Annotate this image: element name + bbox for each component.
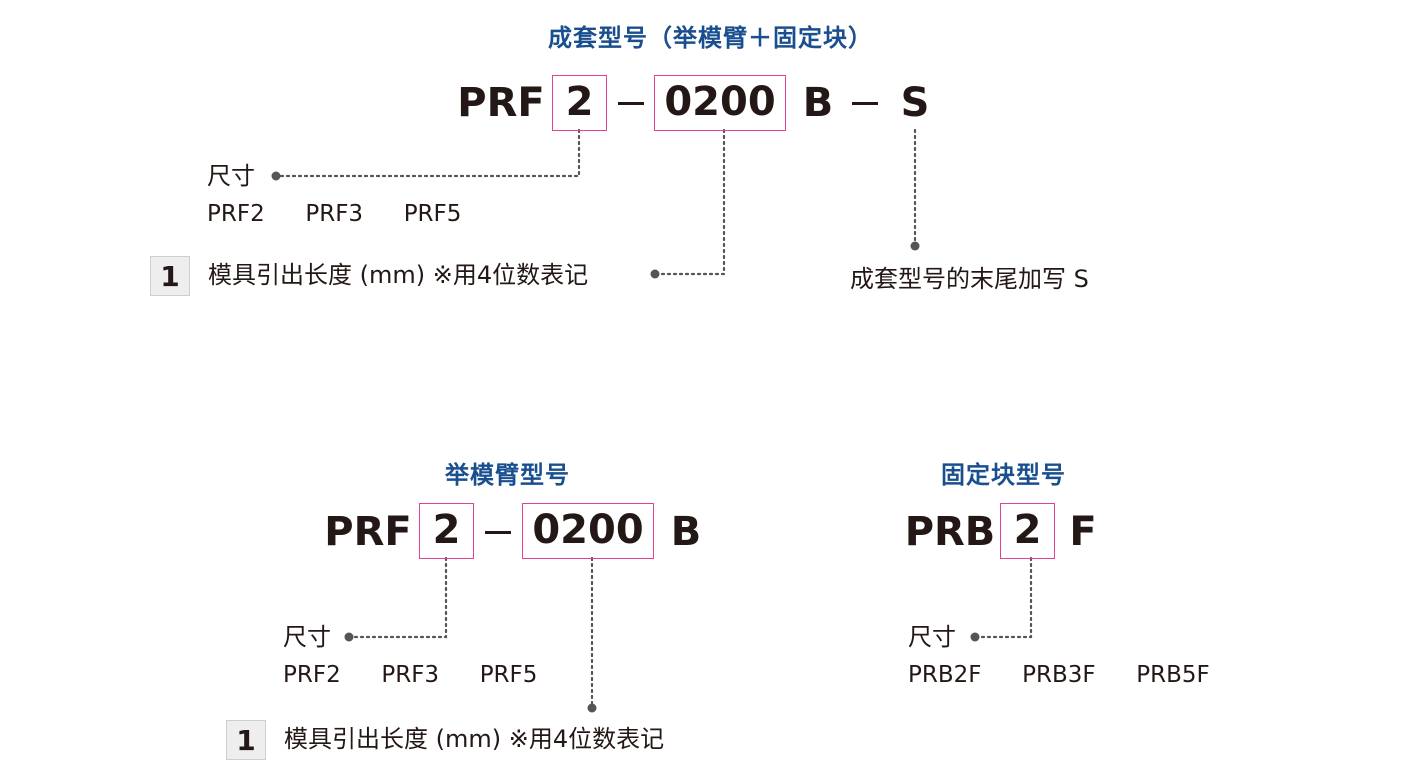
arm-length-dot [587,703,597,713]
set-length-number-badge: 1 [150,256,190,296]
set-suffix-note: 成套型号的末尾加写 S [850,265,1089,293]
set-suffix-dot [910,241,920,251]
set-length-dot [650,269,660,279]
arm-size-label: 尺寸 [283,623,331,651]
set-length-label: 模具引出长度 (mm) ※用4位数表记 [208,261,589,289]
set-size-connector [274,128,581,178]
size-option: PRF2 [283,662,341,688]
arm-length-label: 模具引出长度 (mm) ※用4位数表记 [284,725,665,753]
size-option: PRF2 [207,201,265,227]
set-size-dot [271,171,281,181]
set-length-connector [653,128,726,276]
block-size-label: 尺寸 [908,623,956,651]
arm-type-letter: B [670,509,702,555]
set-suffix: S [900,80,930,126]
arm-size-dot [344,632,354,642]
block-prefix: PRB [904,509,996,555]
set-separator-2 [852,102,878,105]
arm-prefix: PRF [324,509,412,555]
set-type-letter: B [802,80,834,126]
size-option: PRF3 [305,201,364,227]
arm-size-connector [347,556,448,639]
size-option: PRF5 [479,662,538,688]
size-option: PRB3F [1022,662,1096,688]
arm-separator [485,531,511,534]
arm-length-box: 0200 [522,503,654,559]
set-length-box: 0200 [654,75,786,131]
set-size-options: PRF2 PRF3 PRF5 [207,199,461,229]
set-separator-1 [618,102,644,105]
block-size-box: 2 [1000,503,1055,559]
arm-length-number-badge: 1 [226,720,266,760]
size-option: PRF5 [403,201,462,227]
set-prefix: PRF [457,80,545,126]
set-model-title: 成套型号（举模臂＋固定块） [548,24,873,52]
block-size-options: PRB2F PRB3F PRB5F [908,660,1210,690]
set-size-label: 尺寸 [207,162,255,190]
size-option: PRB2F [908,662,982,688]
arm-size-options: PRF2 PRF3 PRF5 [283,660,537,690]
arm-size-box: 2 [419,503,474,559]
block-size-connector [973,556,1033,639]
size-option: PRB5F [1136,662,1210,688]
block-model-title: 固定块型号 [941,461,1066,489]
block-size-dot [970,632,980,642]
arm-model-title: 举模臂型号 [445,461,570,489]
block-type-letter: F [1069,509,1097,555]
size-option: PRF3 [381,662,440,688]
set-size-box: 2 [552,75,607,131]
